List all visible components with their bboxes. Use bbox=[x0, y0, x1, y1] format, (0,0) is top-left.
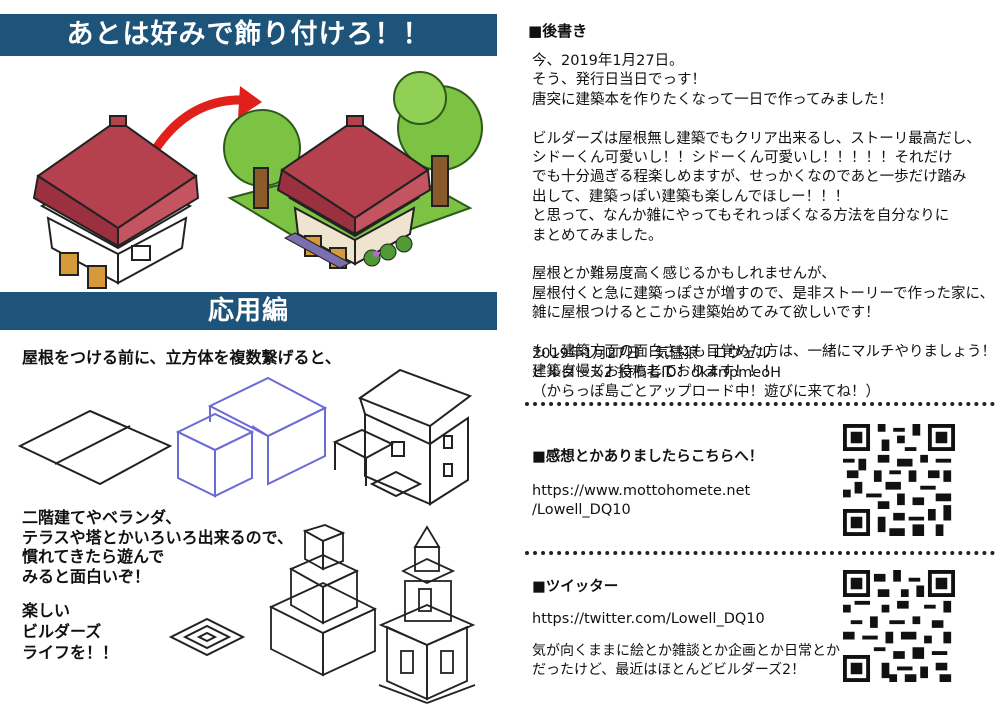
intro-text: 屋根をつける前に、立方体を複数繋げると、 bbox=[22, 348, 341, 367]
banner-advanced: 応用編 bbox=[0, 292, 497, 330]
dotted-divider-1 bbox=[525, 402, 995, 406]
twitter-note: 気が向くままに絵とか雑談とか企画とか日常とか だったけど、最近はほとんどビルダー… bbox=[532, 643, 840, 678]
afterword-body: 今、2019年1月27日。 そう、発行日当日でっす！ 唐突に建築本を作りたくなっ… bbox=[532, 53, 996, 380]
twitter-qr-code bbox=[843, 570, 955, 682]
tower-sketches-illustration bbox=[168, 524, 476, 704]
house-before-after-illustration bbox=[32, 71, 483, 289]
banner-decorate: あとは好みで飾り付けろ！！ bbox=[0, 14, 497, 56]
twitter-url[interactable]: https://twitter.com/Lowell_DQ10 bbox=[532, 611, 765, 627]
feedback-url[interactable]: https://www.mottohomete.net /Lowell_DQ10 bbox=[532, 483, 751, 518]
dotted-divider-2 bbox=[525, 551, 995, 555]
feedback-qr-code bbox=[843, 424, 955, 536]
qr-code-icon bbox=[843, 424, 955, 536]
bare-house bbox=[32, 115, 200, 289]
afterword-heading: ■後書き bbox=[528, 22, 588, 40]
author-block: 2019年1月27日 気儘狼 ロウェル ビルダーズ2 投稿者ID：dk4rfpm… bbox=[532, 346, 880, 400]
tip-text: 二階建てやベランダ、 テラスや塔とかいろいろ出来るので、 慣れてきたら遊んで み… bbox=[22, 508, 294, 586]
closing-text: 楽しい ビルダーズ ライフを！！ bbox=[22, 601, 119, 662]
cube-sketches-illustration bbox=[17, 368, 473, 506]
feedback-heading: ■感想とかありましたらこちらへ！ bbox=[532, 449, 764, 465]
decorated-house bbox=[223, 71, 483, 269]
red-arrow-icon bbox=[145, 95, 250, 163]
twitter-heading: ■ツイッター bbox=[532, 579, 619, 595]
qr-code-icon bbox=[843, 570, 955, 682]
